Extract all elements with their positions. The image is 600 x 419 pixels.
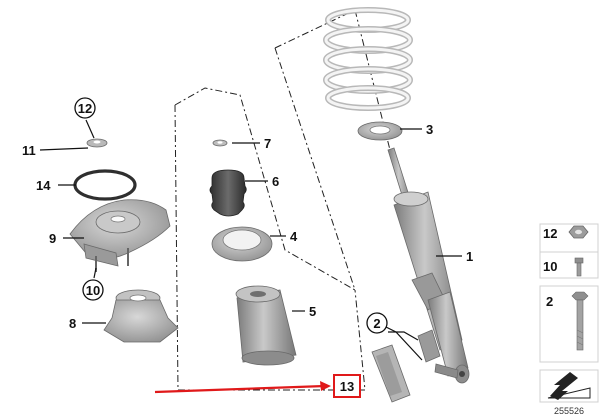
support-ring — [211, 226, 273, 262]
support-bearing — [69, 199, 171, 272]
bracket-plate — [371, 344, 411, 403]
bump-stop — [209, 169, 247, 217]
leader-lines — [39, 119, 462, 361]
drawing-number: 255526 — [554, 406, 584, 416]
callout-14: 14 — [36, 178, 51, 193]
callout-5: 5 — [309, 304, 316, 319]
legend-10-label: 10 — [543, 259, 557, 274]
callout-10-circle — [82, 279, 104, 301]
coil-spring — [323, 7, 413, 111]
nut-icon — [568, 225, 589, 239]
assembly-frame-left — [174, 87, 366, 391]
callout-group: 1 3 7 6 4 5 11 14 9 8 12 10 2 13 — [22, 97, 473, 398]
screw-icon — [574, 257, 584, 277]
bolt-on-strut — [434, 363, 459, 379]
protective-tube — [235, 285, 297, 366]
callout-2: 2 — [373, 316, 380, 331]
nut-left — [86, 138, 108, 148]
spring-seat-ring — [357, 121, 403, 141]
shock-absorber — [387, 147, 470, 384]
lower-cap — [103, 289, 179, 343]
callout-12-circle — [74, 97, 96, 119]
callout-12: 12 — [78, 101, 92, 116]
callout-2-circle — [366, 312, 388, 334]
callout-8: 8 — [69, 316, 76, 331]
highlight-arrow — [154, 381, 331, 394]
callout-4: 4 — [290, 229, 298, 244]
legend-12-label: 12 — [543, 226, 557, 241]
callout-9: 9 — [49, 231, 56, 246]
callout-3: 3 — [426, 122, 433, 137]
callout-11: 11 — [22, 143, 36, 158]
callout-1: 1 — [466, 249, 473, 264]
small-washer — [212, 139, 228, 147]
legend-2-label: 2 — [546, 294, 553, 309]
callout-13: 13 — [340, 379, 354, 394]
direction-arrow-icon — [547, 372, 591, 400]
bolt-icon — [571, 291, 589, 351]
fastener-legend: 12 10 2 255526 — [539, 223, 599, 416]
callout-10: 10 — [86, 283, 100, 298]
seal-ring — [73, 169, 137, 201]
callout-7: 7 — [264, 136, 271, 151]
callout-13-box — [333, 374, 361, 398]
callout-6: 6 — [272, 174, 279, 189]
